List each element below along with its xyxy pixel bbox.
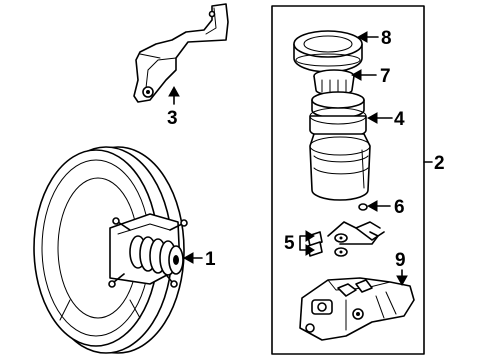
callout-label-9: 9 xyxy=(395,250,406,271)
arrowhead-8 xyxy=(356,31,368,43)
callout-label-5: 5 xyxy=(284,233,295,254)
arrowhead-6 xyxy=(366,200,378,212)
callout-7: 7 xyxy=(350,66,391,87)
washer-part-6[interactable] xyxy=(358,203,368,211)
arrowhead-5a xyxy=(305,230,315,242)
callout-label-4: 4 xyxy=(394,109,405,130)
arrowhead-1 xyxy=(182,252,194,264)
arrowhead-9 xyxy=(396,275,408,287)
strainer-part-7[interactable] xyxy=(313,69,355,96)
callout-1: 1 xyxy=(182,249,216,270)
reservoir-body-part-4[interactable] xyxy=(309,91,371,201)
callout-label-2: 2 xyxy=(434,153,445,174)
arrowhead-7 xyxy=(350,69,362,81)
callout-3: 3 xyxy=(167,85,180,129)
brake-booster-part-1[interactable] xyxy=(33,146,188,354)
callout-label-3: 3 xyxy=(167,108,178,129)
callout-label-7: 7 xyxy=(380,66,391,87)
assembly-group-box-2: 2 xyxy=(271,5,445,355)
arrowhead-3 xyxy=(168,85,180,97)
callout-9: 9 xyxy=(395,250,408,287)
bracket-part-3[interactable] xyxy=(133,3,229,103)
arrowhead-5b xyxy=(305,244,315,256)
callout-8: 8 xyxy=(356,28,392,49)
callout-label-1: 1 xyxy=(205,249,216,270)
master-cylinder-part-9[interactable] xyxy=(299,277,415,341)
callout-4: 4 xyxy=(366,109,405,130)
callout-5: 5 xyxy=(284,230,315,256)
callout-label-8: 8 xyxy=(381,28,392,49)
retaining-clip-part-6[interactable] xyxy=(327,221,385,245)
reservoir-cap-part-8[interactable] xyxy=(293,30,363,73)
grommets-part-5[interactable] xyxy=(307,231,348,257)
callout-label-6: 6 xyxy=(394,197,405,218)
callout-6: 6 xyxy=(358,197,405,218)
arrowhead-4 xyxy=(366,112,378,124)
